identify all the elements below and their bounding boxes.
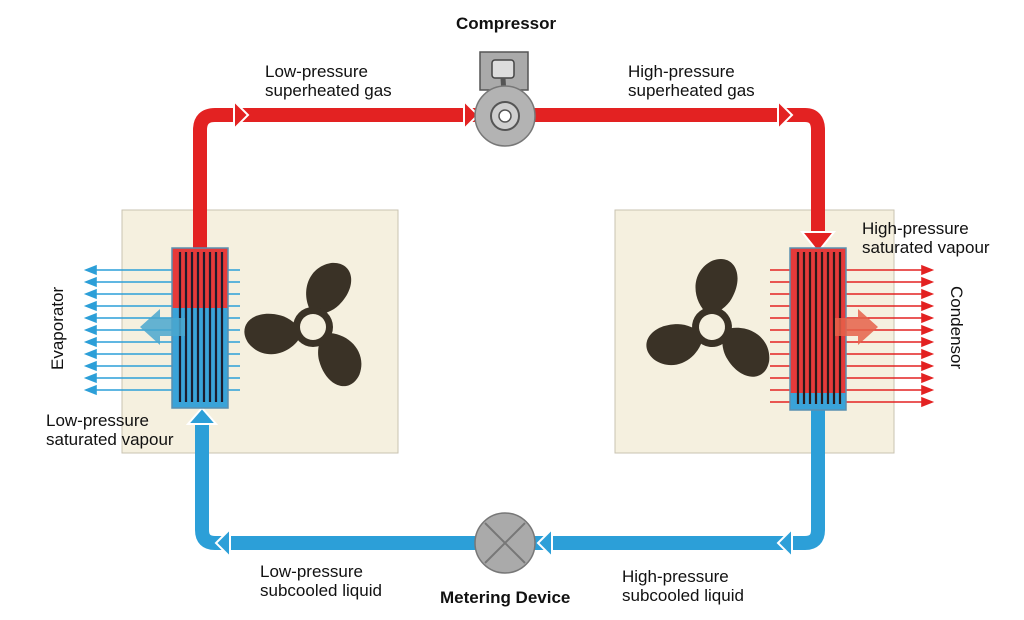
state-label-line: superheated gas xyxy=(628,81,755,100)
state-label-line: saturated vapour xyxy=(862,238,990,257)
state-label-line: High-pressure xyxy=(622,567,729,586)
condensor-label: Condensor xyxy=(947,286,966,370)
evaporator-fan-icon xyxy=(238,262,372,393)
condensor-fan-icon xyxy=(623,249,786,410)
state-label-line: High-pressure xyxy=(628,62,735,81)
state-label-line: Low-pressure xyxy=(260,562,363,581)
flow-arrow-icon xyxy=(233,98,250,132)
compressor-label: Compressor xyxy=(456,14,557,33)
compressor-icon xyxy=(474,51,536,147)
state-label-line: subcooled liquid xyxy=(622,586,744,605)
state-label-hp-subcooled-liquid: High-pressure subcooled liquid xyxy=(622,567,744,605)
flow-arrow-icon xyxy=(214,526,231,560)
flow-arrow-icon xyxy=(777,98,794,132)
state-label-line: High-pressure xyxy=(862,219,969,238)
state-label-line: subcooled liquid xyxy=(260,581,382,600)
flow-arrow-icon xyxy=(799,231,837,254)
flow-arrow-icon xyxy=(185,406,219,425)
flow-arrow-icon xyxy=(536,526,553,560)
state-label-line: saturated vapour xyxy=(46,430,174,449)
state-label-lp-subcooled-liquid: Low-pressure subcooled liquid xyxy=(260,562,382,600)
flow-arrow-icon xyxy=(776,526,793,560)
condensor-air-out-arrow-icon xyxy=(835,309,878,345)
metering-device-icon xyxy=(474,512,536,574)
state-label-hp-saturated-vapour: High-pressure saturated vapour xyxy=(862,219,990,257)
state-label-lp-superheated-gas: Low-pressure superheated gas xyxy=(265,62,392,100)
state-label-line: Low-pressure xyxy=(265,62,368,81)
state-label-line: Low-pressure xyxy=(46,411,149,430)
flow-arrow-icon xyxy=(463,98,480,132)
state-label-line: superheated gas xyxy=(265,81,392,100)
metering-device-label: Metering Device xyxy=(440,588,571,607)
evaporator-label: Evaporator xyxy=(48,286,67,370)
state-label-lp-saturated-vapour: Low-pressure saturated vapour xyxy=(46,411,174,449)
state-label-hp-superheated-gas: High-pressure superheated gas xyxy=(628,62,755,100)
evaporator-air-out-arrow-icon xyxy=(140,309,185,345)
